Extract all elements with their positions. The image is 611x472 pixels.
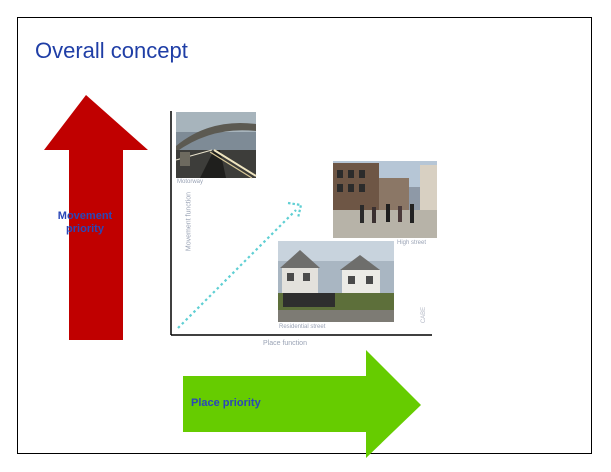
- residential-street-caption: Residential street: [279, 324, 326, 330]
- movement-priority-label: Movement priority: [57, 210, 113, 235]
- place-priority-arrow: [183, 350, 421, 458]
- y-axis-label: Movement function: [185, 191, 193, 252]
- place-priority-label: Place priority: [191, 397, 261, 409]
- motorway-caption: Motorway: [177, 179, 204, 185]
- movement-priority-arrow: [44, 95, 148, 340]
- motorway-photo: [175, 112, 257, 179]
- dotted-progression-line: [177, 209, 297, 329]
- x-axis-label: Place function: [263, 340, 307, 347]
- slide-title: Overall concept: [35, 38, 188, 63]
- photo-credit: CABE: [421, 306, 428, 324]
- residential-street-photo: [278, 241, 394, 322]
- high-street-photo: [333, 161, 437, 238]
- high-street-caption: High street: [397, 240, 427, 246]
